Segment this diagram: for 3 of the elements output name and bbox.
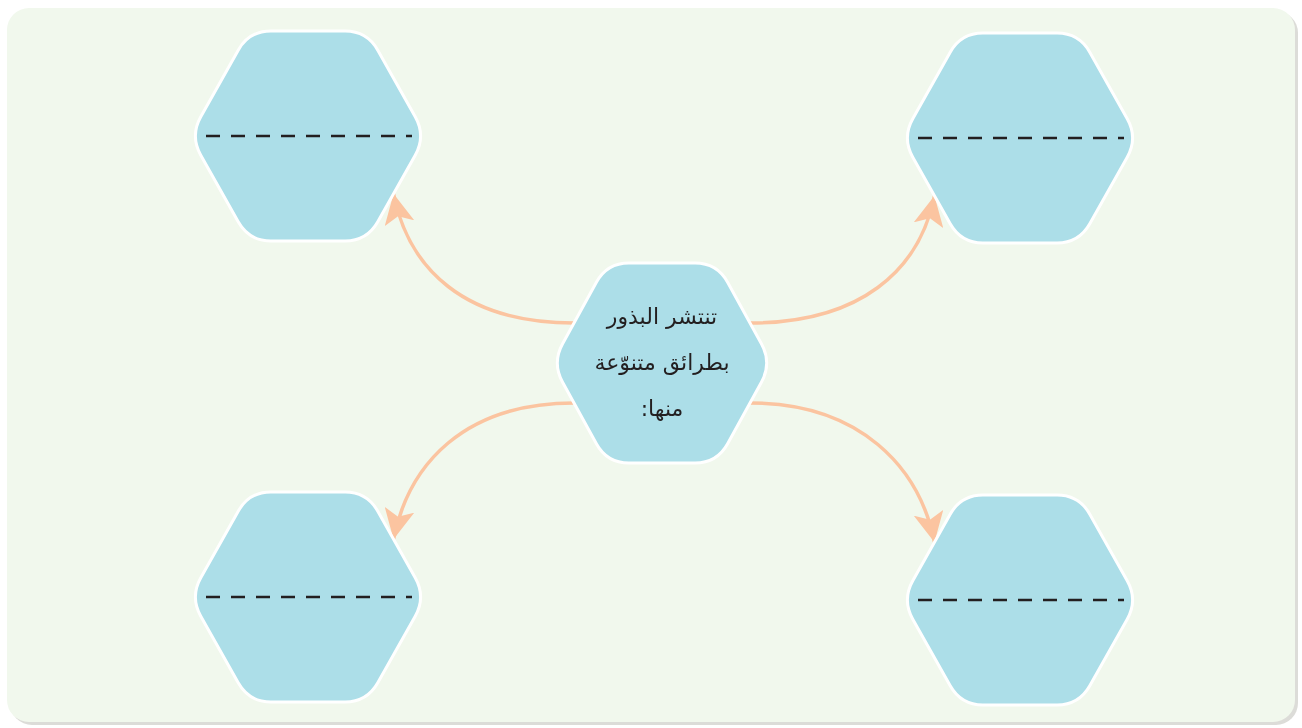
arrow bbox=[749, 401, 942, 543]
arrow bbox=[749, 195, 942, 325]
arrow bbox=[386, 401, 575, 540]
